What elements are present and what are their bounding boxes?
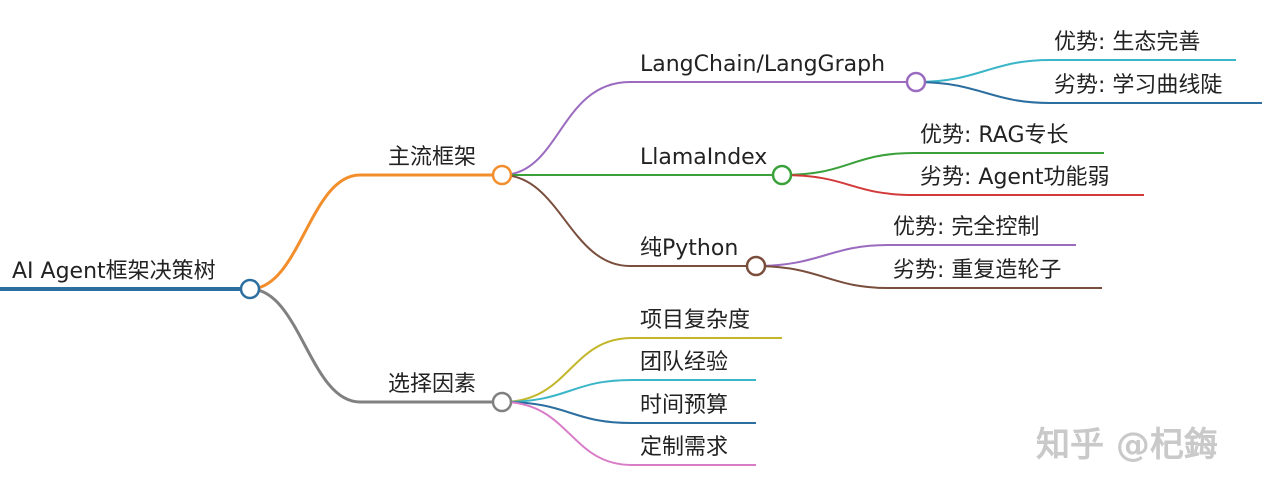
connector-llamaindex-con — [781, 174, 1144, 196]
connector-langchain-pro — [915, 59, 1236, 83]
connector-to-langchain — [501, 81, 916, 176]
connector-python-con — [755, 265, 1102, 289]
project-complexity-label: 项目复杂度 — [640, 308, 750, 333]
langchain-pro-label: 优势: 生态完善 — [1054, 30, 1200, 55]
connector-root-to-selection-factors — [249, 287, 502, 404]
langchain-label: LangChain/LangGraph — [640, 52, 885, 77]
pure-python-node[interactable] — [745, 255, 767, 277]
langchain-con-label: 劣势: 学习曲线陡 — [1054, 73, 1222, 98]
langchain-node[interactable] — [905, 71, 927, 93]
connector-team-experience — [501, 379, 756, 403]
python-con-label: 劣势: 重复造轮子 — [893, 258, 1061, 283]
connector-project-complexity — [501, 337, 782, 403]
main-frameworks-label: 主流框架 — [388, 145, 476, 170]
llamaindex-label: LlamaIndex — [640, 145, 767, 170]
python-pro-label: 优势: 完全控制 — [893, 215, 1039, 240]
connector-root-to-main-frameworks — [249, 173, 502, 291]
connector-python-pro — [755, 244, 1076, 267]
connector-time-budget — [501, 401, 756, 424]
llamaindex-con-label: 劣势: Agent功能弱 — [920, 165, 1110, 190]
selection-factors-node[interactable] — [491, 391, 513, 413]
selection-factors-label: 选择因素 — [388, 372, 476, 397]
llamaindex-pro-label: 优势: RAG专长 — [920, 123, 1069, 148]
pure-python-label: 纯Python — [640, 236, 738, 261]
time-budget-label: 时间预算 — [640, 393, 728, 418]
connector-custom-needs — [501, 401, 756, 466]
connector-llamaindex-pro — [781, 152, 1104, 176]
root-label: AI Agent框架决策树 — [12, 259, 216, 284]
team-experience-label: 团队经验 — [640, 350, 728, 375]
root-node[interactable] — [239, 278, 261, 300]
connector-to-pure-python — [501, 174, 756, 267]
custom-needs-label: 定制需求 — [640, 435, 728, 460]
watermark: 知乎 @杞鋂 — [1036, 425, 1218, 465]
main-frameworks-node[interactable] — [491, 164, 513, 186]
llamaindex-node[interactable] — [771, 164, 793, 186]
connector-langchain-con — [915, 81, 1262, 104]
